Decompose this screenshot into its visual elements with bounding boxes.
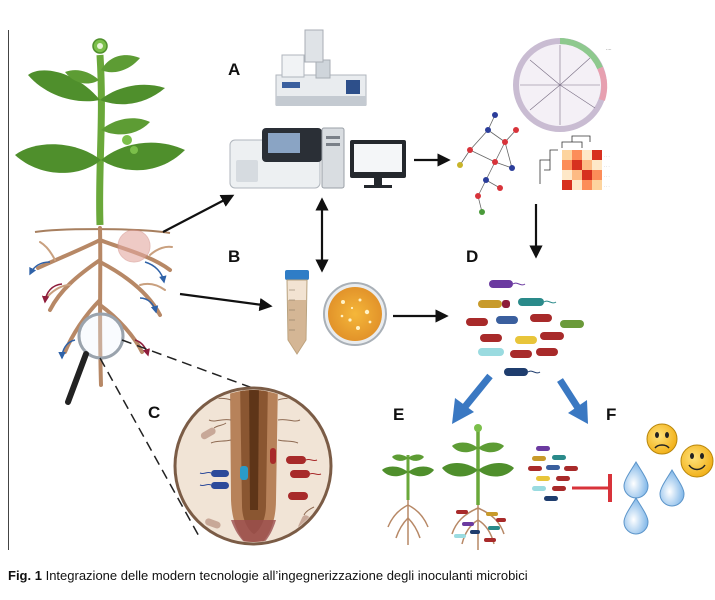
sequencer-icon bbox=[229, 128, 322, 189]
panel-label-c: C bbox=[148, 403, 160, 422]
bacteria-consortium-icon bbox=[466, 280, 584, 376]
left-border-rule bbox=[8, 30, 9, 550]
svg-text:. . .: . . . bbox=[604, 153, 610, 158]
happy-face-icon bbox=[680, 444, 714, 478]
figure-caption-prefix: Fig. 1 bbox=[8, 568, 42, 583]
svg-text:....: .... bbox=[606, 46, 612, 52]
svg-text:. . .: . . . bbox=[604, 173, 610, 178]
petri-dish-icon bbox=[323, 282, 387, 346]
small-plants-icon bbox=[382, 424, 514, 550]
figure-caption-text: Integrazione delle modern tecnologie all… bbox=[45, 568, 528, 583]
panel-label-f: F bbox=[606, 405, 616, 424]
arrow-plant-to-a bbox=[162, 194, 235, 233]
small-consortium-icon bbox=[528, 446, 578, 501]
panel-label-a: A bbox=[228, 60, 240, 79]
magnifier-icon bbox=[65, 312, 125, 405]
water-drop-icon bbox=[623, 461, 685, 535]
panel-label-b: B bbox=[228, 247, 240, 266]
panel-label-e: E bbox=[393, 405, 404, 424]
arrow-d-to-e bbox=[452, 373, 493, 424]
plant-icon bbox=[15, 38, 185, 387]
svg-text:. . .: . . . bbox=[604, 163, 610, 168]
computer-icon bbox=[321, 127, 406, 189]
culture-tube-icon bbox=[285, 270, 309, 355]
zoom-line-upper bbox=[121, 339, 259, 391]
diagram-canvas: .... . . . . . . . . . . . . bbox=[15, 29, 714, 550]
heatmap-icon: . . . . . . . . . . . . bbox=[539, 135, 610, 190]
zoom-line-lower bbox=[99, 357, 201, 539]
figure-caption: Fig. 1 Integrazione delle modern tecnolo… bbox=[8, 568, 708, 583]
phylogenetic-tree-icon: .... bbox=[513, 38, 612, 132]
arrow-d-to-f bbox=[557, 378, 588, 424]
root-zoom-circle bbox=[173, 386, 333, 546]
svg-text:. . .: . . . bbox=[604, 183, 610, 188]
inhibition-symbol bbox=[572, 474, 612, 502]
panel-label-d: D bbox=[466, 247, 478, 266]
arrow-plant-to-b bbox=[179, 292, 273, 312]
sad-face-icon bbox=[646, 423, 678, 455]
mass-spectrometer-icon bbox=[275, 29, 367, 106]
network-graph-icon bbox=[457, 112, 519, 215]
